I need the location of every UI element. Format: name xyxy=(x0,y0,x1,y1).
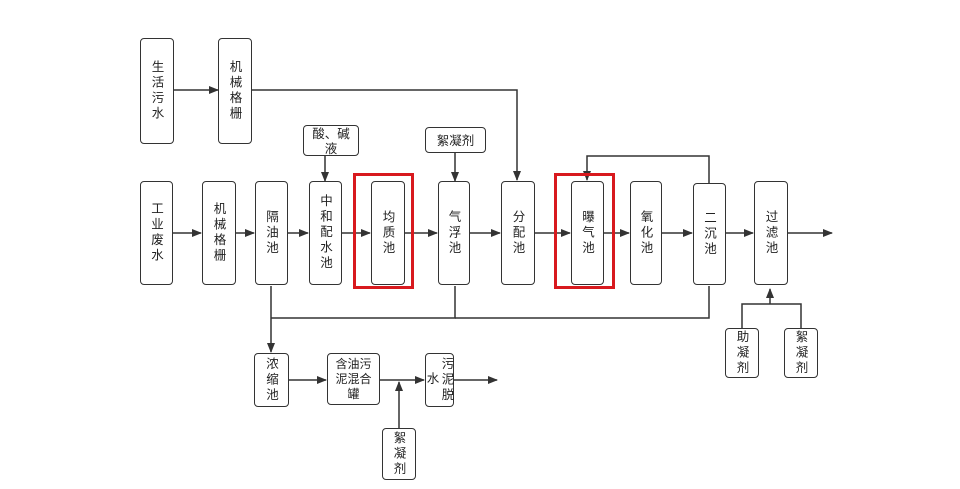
node-domestic-sewage: 生活污水 xyxy=(140,38,174,144)
line-sludge-clarifier xyxy=(455,286,710,319)
node-neutralization-tank: 中和配水池 xyxy=(309,181,342,285)
node-equalization-tank: 均质池 xyxy=(371,181,405,285)
node-aeration-tank: 曝气池 xyxy=(571,181,604,285)
node-air-flotation-tank: 气浮池 xyxy=(438,181,470,285)
node-mechanical-screen-main: 机械格栅 xyxy=(202,181,236,285)
highlight-aeration xyxy=(554,173,615,289)
line-chem-feed xyxy=(741,303,802,328)
highlight-equalization xyxy=(353,173,414,289)
node-filter-tank: 过滤池 xyxy=(754,181,788,285)
node-oil-separation-tank: 隔油池 xyxy=(255,181,288,285)
node-mechanical-screen-top: 机械格栅 xyxy=(218,38,252,144)
node-distribution-tank: 分配池 xyxy=(501,181,535,285)
node-coagulant-aid: 助凝剂 xyxy=(725,328,759,378)
node-acid-alkali: 酸、碱液 xyxy=(303,125,359,156)
node-flocculant-top: 絮凝剂 xyxy=(425,127,486,153)
line-sludge-flotation xyxy=(271,286,456,319)
node-flocculant-bottom: 絮凝剂 xyxy=(382,428,416,480)
line-screen-to-distribution xyxy=(252,89,521,181)
node-oxidation-tank: 氧化池 xyxy=(630,181,662,285)
node-secondary-clarifier: 二沉池 xyxy=(693,183,726,285)
node-flocculant-right: 絮凝剂 xyxy=(784,328,818,378)
node-oily-sludge-mixing-tank: 含油污泥混合罐 xyxy=(327,353,380,405)
node-industrial-wastewater: 工业废水 xyxy=(140,181,173,285)
node-sludge-dewatering: 污泥脱水 xyxy=(425,353,455,407)
line-return-sludge xyxy=(583,155,710,183)
node-thickener: 浓缩池 xyxy=(254,353,289,407)
